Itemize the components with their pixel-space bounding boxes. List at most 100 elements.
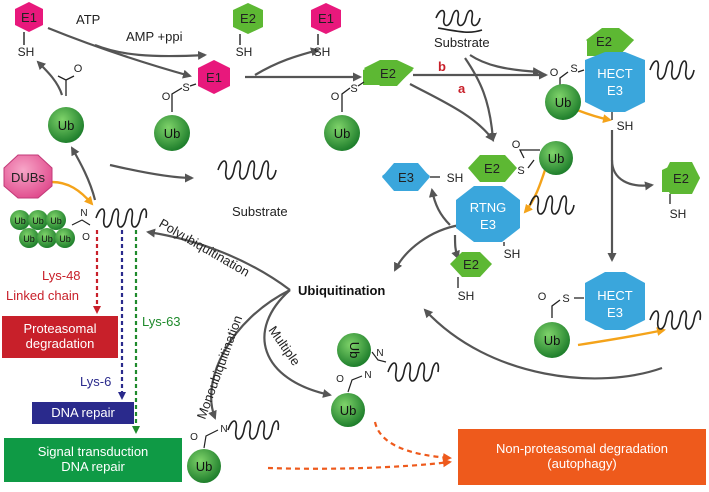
svg-text:N: N: [376, 348, 383, 359]
e2-free-top: E2 SH: [233, 3, 263, 59]
arrow-hect-ub-transfer: [576, 108, 612, 124]
label-path-a: a: [458, 81, 466, 96]
outcome-signal-line1: Signal transduction: [37, 444, 149, 460]
e2-free-right: E2 SH: [662, 162, 700, 221]
outcome-proteasomal-degradation: Proteasomal degradation: [2, 316, 118, 358]
ub-on-e2: Ub: [324, 115, 360, 151]
ub-polyubiquitin-chain: Ub Ub Ub Ub Ub Ub N O: [10, 208, 91, 248]
svg-text:RTNG: RTNG: [470, 200, 507, 215]
outcome-proteasomal-line1: Proteasomal: [23, 321, 97, 337]
svg-text:Ub: Ub: [164, 126, 181, 141]
rtng-e3: RTNG E3 SH: [456, 186, 520, 261]
svg-text:E3: E3: [480, 217, 496, 232]
svg-text:N: N: [220, 424, 227, 435]
svg-text:E1: E1: [318, 11, 334, 26]
svg-text:Ub: Ub: [50, 216, 62, 226]
svg-text:Ub: Ub: [58, 118, 75, 133]
dubs-enzyme: DUBs: [3, 154, 53, 199]
label-lys48-line2: Linked chain: [6, 288, 79, 303]
ub-on-e1: Ub: [154, 115, 190, 151]
svg-text:N: N: [364, 370, 371, 381]
ub-on-hect-top: Ub: [545, 84, 581, 120]
label-lys6: Lys-6: [80, 374, 111, 389]
ub-on-rtng-e2: Ub: [539, 141, 573, 175]
arrow-substrate-to-rtng: [464, 57, 497, 142]
svg-text:E3: E3: [398, 170, 414, 185]
e2-on-hect: E2: [586, 28, 634, 56]
arrow-poly: [146, 228, 291, 291]
svg-text:Ub: Ub: [544, 333, 561, 348]
svg-text:Ub: Ub: [548, 151, 565, 166]
outcome-signal-line2: DNA repair: [61, 459, 125, 474]
svg-text:N: N: [80, 208, 87, 219]
label-path-b: b: [438, 59, 446, 74]
svg-text:O: O: [512, 139, 521, 151]
label-amp-ppi: AMP +ppi: [126, 29, 183, 44]
arrow-hect2-ub-transfer: [577, 327, 666, 347]
substrate-squiggle-chain: [95, 208, 148, 228]
substrate-squiggle-hect-bottom: [649, 310, 702, 330]
svg-text:SH: SH: [458, 289, 475, 303]
outcome-nonprot-line2: (autophagy): [547, 456, 617, 471]
arrow-multiple: [263, 289, 332, 398]
ub-multiple-product: Ub N Ub O N: [331, 333, 387, 427]
svg-text:E2: E2: [240, 11, 256, 26]
outcome-dna-repair-label: DNA repair: [51, 404, 115, 420]
svg-text:SH: SH: [670, 207, 687, 221]
svg-text:O: O: [162, 91, 171, 103]
svg-text:SH: SH: [447, 171, 464, 185]
arrow-e2-in: [254, 47, 320, 76]
svg-text:E1: E1: [21, 10, 37, 25]
arrow-rtng-e2-release: [451, 234, 460, 260]
arrow-chain-to-ub: [71, 146, 97, 201]
outcome-nonprot-line1: Non-proteasomal degradation: [496, 441, 668, 457]
ub-on-hect-bottom: Ub: [534, 322, 570, 358]
hect-e3-bottom: HECT E3 S O: [538, 272, 645, 330]
e2-on-rtng: E2 S O: [468, 139, 540, 182]
substrate-squiggle-multiple: [387, 362, 440, 382]
svg-text:S: S: [562, 293, 569, 305]
svg-text:E3: E3: [607, 83, 623, 98]
label-ubiquitination: Ubiquitination: [298, 283, 385, 298]
svg-text:SH: SH: [236, 45, 253, 59]
arrow-hect2-to-ubiquitination: [423, 308, 663, 380]
ub-free-left: O Ub: [48, 63, 84, 143]
svg-text:O: O: [190, 432, 198, 443]
svg-text:Ub: Ub: [14, 216, 26, 226]
e1-free-left: E1 SH: [15, 2, 43, 59]
svg-text:Ub: Ub: [555, 95, 572, 110]
arrow-dubs-to-chain: [51, 180, 94, 206]
svg-text:E3: E3: [607, 305, 623, 320]
arrow-atp-to-amp: [94, 43, 207, 60]
label-substrate-free: Substrate: [232, 204, 288, 219]
svg-text:Ub: Ub: [347, 342, 362, 359]
arrow-rtng-to-ubiquitination: [394, 223, 461, 272]
arrow-rtng-ub-transfer: [523, 169, 547, 214]
svg-text:SH: SH: [314, 45, 331, 59]
e1-ub-thioester: E1 S O: [162, 60, 230, 112]
svg-text:Ub: Ub: [32, 216, 44, 226]
svg-text:O: O: [74, 63, 83, 75]
svg-text:E2: E2: [673, 171, 689, 186]
dashed-mono-to-autophagy: [267, 458, 452, 470]
arrow-chain-to-substrate: [109, 163, 194, 183]
substrate-squiggle-mono: [227, 420, 280, 440]
svg-text:E2: E2: [596, 34, 612, 49]
svg-text:HECT: HECT: [597, 288, 632, 303]
svg-text:S: S: [517, 165, 524, 177]
arrow-e2-release-hect: [610, 159, 654, 191]
svg-text:DUBs: DUBs: [11, 170, 45, 185]
outcome-non-proteasomal-degradation: Non-proteasomal degradation (autophagy): [458, 429, 706, 485]
svg-text:E2: E2: [380, 66, 396, 81]
ub-mono-product: Ub O N: [187, 424, 228, 483]
e2-ub-thioester: E2 S O: [331, 60, 414, 112]
label-monoubiquitination: Monoubiquitination: [194, 313, 245, 421]
svg-text:O: O: [336, 374, 344, 385]
substrate-squiggle-hect-top: [649, 60, 695, 80]
label-atp: ATP: [76, 12, 100, 27]
arrow-ub-to-e1: [36, 60, 64, 96]
label-lys63: Lys-63: [142, 314, 181, 329]
svg-text:E1: E1: [206, 70, 222, 85]
svg-text:E2: E2: [463, 257, 479, 272]
svg-text:E2: E2: [484, 161, 500, 176]
